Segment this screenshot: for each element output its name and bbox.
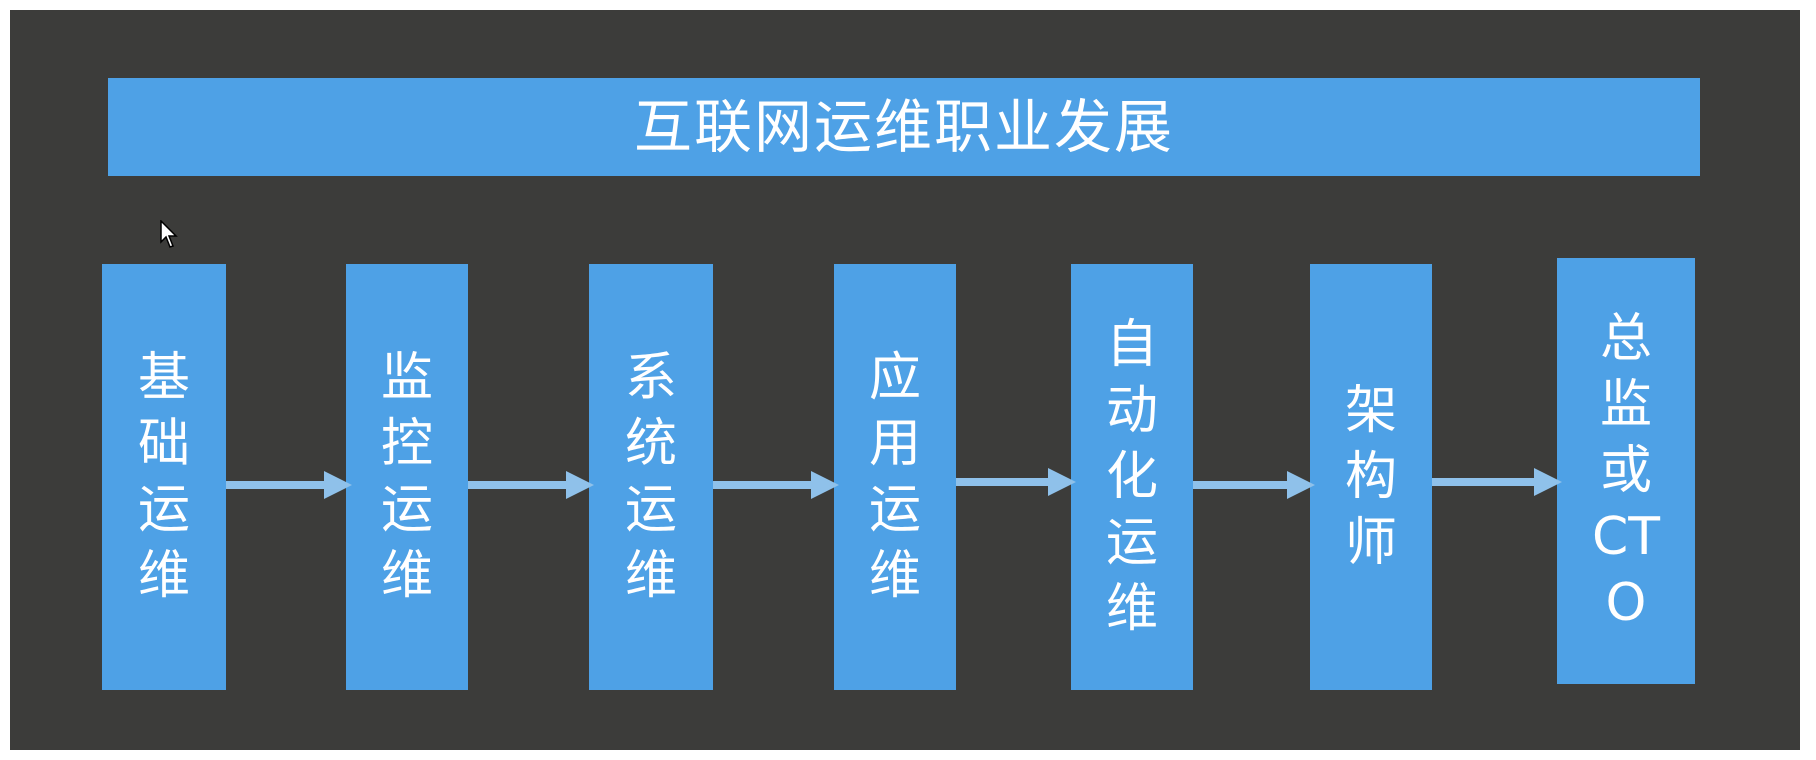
career-stage-system-ops: 系 统 运 维 bbox=[589, 264, 713, 690]
career-stage-automation-ops: 自 动 化 运 维 bbox=[1071, 264, 1193, 690]
career-stage-basic-ops: 基 础 运 维 bbox=[102, 264, 226, 690]
career-stage-label: 架 构 师 bbox=[1344, 381, 1397, 573]
career-stage-label: 总 监 或 CTO bbox=[1591, 309, 1661, 633]
mouse-cursor-icon bbox=[160, 220, 178, 248]
career-stage-label: 自 动 化 运 维 bbox=[1105, 315, 1158, 639]
career-stage-architect: 架 构 师 bbox=[1310, 264, 1432, 690]
career-stage-label: 基 础 运 维 bbox=[137, 348, 190, 606]
title-banner: 互联网运维职业发展 bbox=[108, 78, 1700, 176]
career-stage-monitoring-ops: 监 控 运 维 bbox=[346, 264, 468, 690]
career-stage-director-cto: 总 监 或 CTO bbox=[1557, 258, 1695, 684]
career-stage-application-ops: 应 用 运 维 bbox=[834, 264, 956, 690]
diagram-title: 互联网运维职业发展 bbox=[633, 93, 1174, 161]
career-stage-label: 系 统 运 维 bbox=[624, 348, 677, 606]
career-stage-label: 监 控 运 维 bbox=[380, 348, 433, 606]
career-stage-label: 应 用 运 维 bbox=[868, 348, 921, 606]
